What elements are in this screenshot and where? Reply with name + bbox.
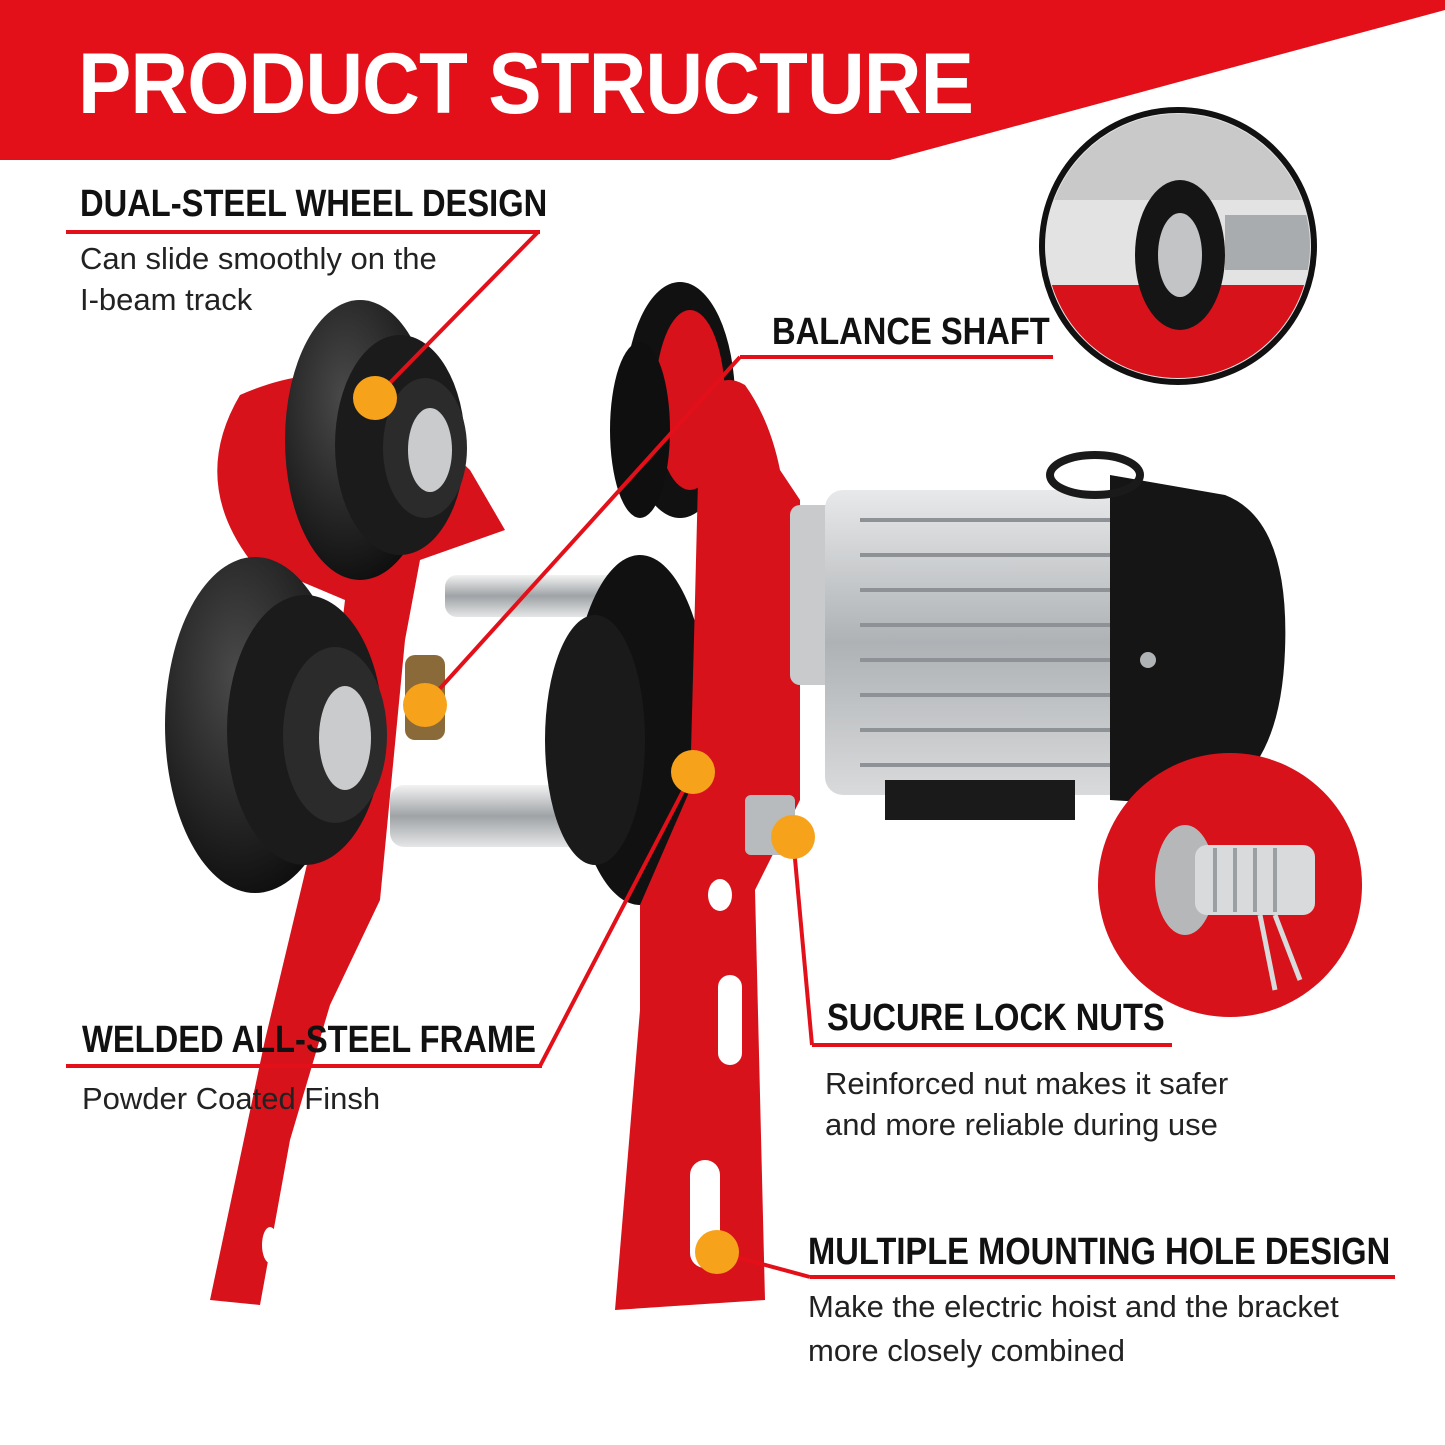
feature-heading-frame: WELDED ALL-STEEL FRAME: [82, 1019, 536, 1061]
feature-desc-mounting-hole-line1: Make the electric hoist and the bracket: [808, 1289, 1339, 1324]
lower-gear: [545, 555, 710, 905]
header-banner: [0, 0, 1445, 160]
feature-heading-lock-nuts: SUCURE LOCK NUTS: [827, 997, 1165, 1039]
marker-balance-shaft: [403, 683, 447, 727]
upper-left-wheel: [285, 300, 467, 580]
feature-desc-lock-nuts-line2: and more reliable during use: [825, 1107, 1218, 1142]
feature-desc-frame: Powder Coated Finsh: [82, 1081, 381, 1116]
marker-frame: [671, 750, 715, 794]
detail-circle-balance-shaft: [1039, 107, 1317, 385]
right-side-plate: [615, 380, 800, 1310]
marker-lock-nut: [771, 815, 815, 859]
feature-heading-mounting-hole: MULTIPLE MOUNTING HOLE DESIGN: [808, 1231, 1391, 1273]
feature-underline-wheel: [66, 230, 540, 234]
motor: [790, 451, 1286, 820]
lower-left-wheel: [165, 557, 387, 893]
marker-wheel: [353, 376, 397, 420]
feature-desc-lock-nuts-line1: Reinforced nut makes it safer: [825, 1066, 1229, 1101]
marker-mounting-hole: [695, 1230, 739, 1274]
left-side-plate: [210, 374, 505, 1305]
feature-markers: [353, 376, 815, 1274]
feature-desc-wheel-line2: I-beam track: [80, 282, 253, 317]
feature-desc-mounting-hole-line2: more closely combined: [808, 1333, 1126, 1368]
detail-circle-lock-nut: [1098, 753, 1362, 1017]
feature-underline-mounting-hole: [810, 1275, 1395, 1279]
feature-desc-wheel-line1: Can slide smoothly on the: [80, 241, 437, 276]
feature-underline-frame: [66, 1064, 542, 1068]
feature-underline-balance-shaft: [740, 355, 1053, 359]
feature-heading-wheel: DUAL-STEEL WHEEL DESIGN: [80, 183, 548, 225]
page-title: PRODUCT STRUCTURE: [78, 36, 974, 132]
feature-heading-balance-shaft: BALANCE SHAFT: [772, 311, 1050, 353]
